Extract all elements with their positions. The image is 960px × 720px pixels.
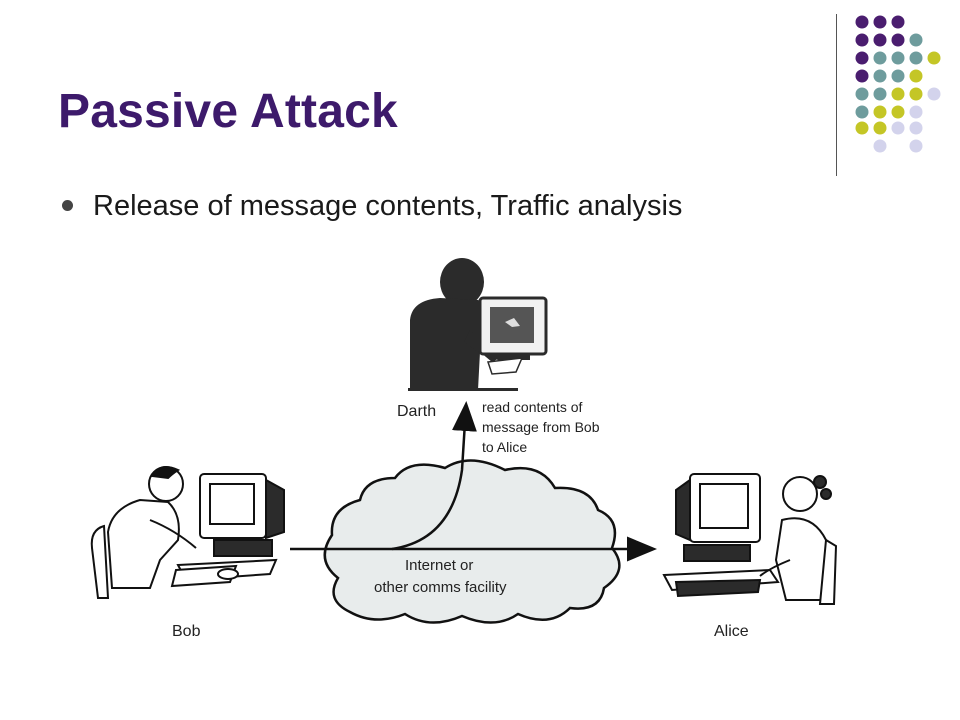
decorative-dot <box>873 139 887 153</box>
decorative-dot <box>873 87 887 101</box>
decorative-dot <box>873 105 887 119</box>
decorative-dot <box>909 33 923 47</box>
read-note-line-1: read contents of <box>482 399 583 415</box>
decorative-dot <box>855 69 869 83</box>
decorative-dot <box>855 51 869 65</box>
slide-title: Passive Attack <box>58 85 398 138</box>
internet-cloud-shape <box>323 459 621 624</box>
read-note-line-2: message from Bob <box>482 419 600 435</box>
decorative-dot <box>909 139 923 153</box>
bullet-dot-icon <box>62 199 73 211</box>
bob-figure <box>90 466 285 599</box>
darth-figure <box>408 258 548 391</box>
decorative-dot <box>873 69 887 83</box>
decorative-dot <box>891 33 905 47</box>
decorative-dot <box>909 105 923 119</box>
decorative-dot <box>855 87 869 101</box>
decorative-dot <box>873 121 887 135</box>
decorative-dot <box>891 87 905 101</box>
cloud-label-line-1: Internet or <box>405 557 473 574</box>
bob-label: Bob <box>172 623 201 640</box>
alice-label: Alice <box>714 623 749 640</box>
decorative-dot <box>909 69 923 83</box>
decorative-dot-grid <box>855 15 941 153</box>
read-note-line-3: to Alice <box>482 439 527 455</box>
decorative-dot <box>891 105 905 119</box>
decorative-dot <box>927 87 941 101</box>
decorative-dot <box>891 69 905 83</box>
decorative-dot <box>873 15 887 29</box>
decorative-dot <box>873 51 887 65</box>
bullet-item: Release of message contents, Traffic ana… <box>62 190 682 223</box>
darth-label: Darth <box>397 403 436 420</box>
decorative-dot <box>891 51 905 65</box>
decorative-dot <box>855 33 869 47</box>
decorative-dot <box>891 121 905 135</box>
intercept-arrow <box>391 401 477 551</box>
decorative-dot <box>855 105 869 119</box>
decorative-dot <box>909 87 923 101</box>
decorative-dot <box>909 121 923 135</box>
bullet-text: Release of message contents, Traffic ana… <box>93 190 683 222</box>
corner-divider-line <box>836 14 837 176</box>
decorative-dot <box>927 51 941 65</box>
decorative-dot <box>873 33 887 47</box>
cloud-label-line-2: other comms facility <box>374 579 507 596</box>
decorative-dot <box>909 51 923 65</box>
decorative-dot <box>891 15 905 29</box>
decorative-dot <box>855 15 869 29</box>
decorative-dot <box>855 121 869 135</box>
alice-figure <box>662 473 838 605</box>
